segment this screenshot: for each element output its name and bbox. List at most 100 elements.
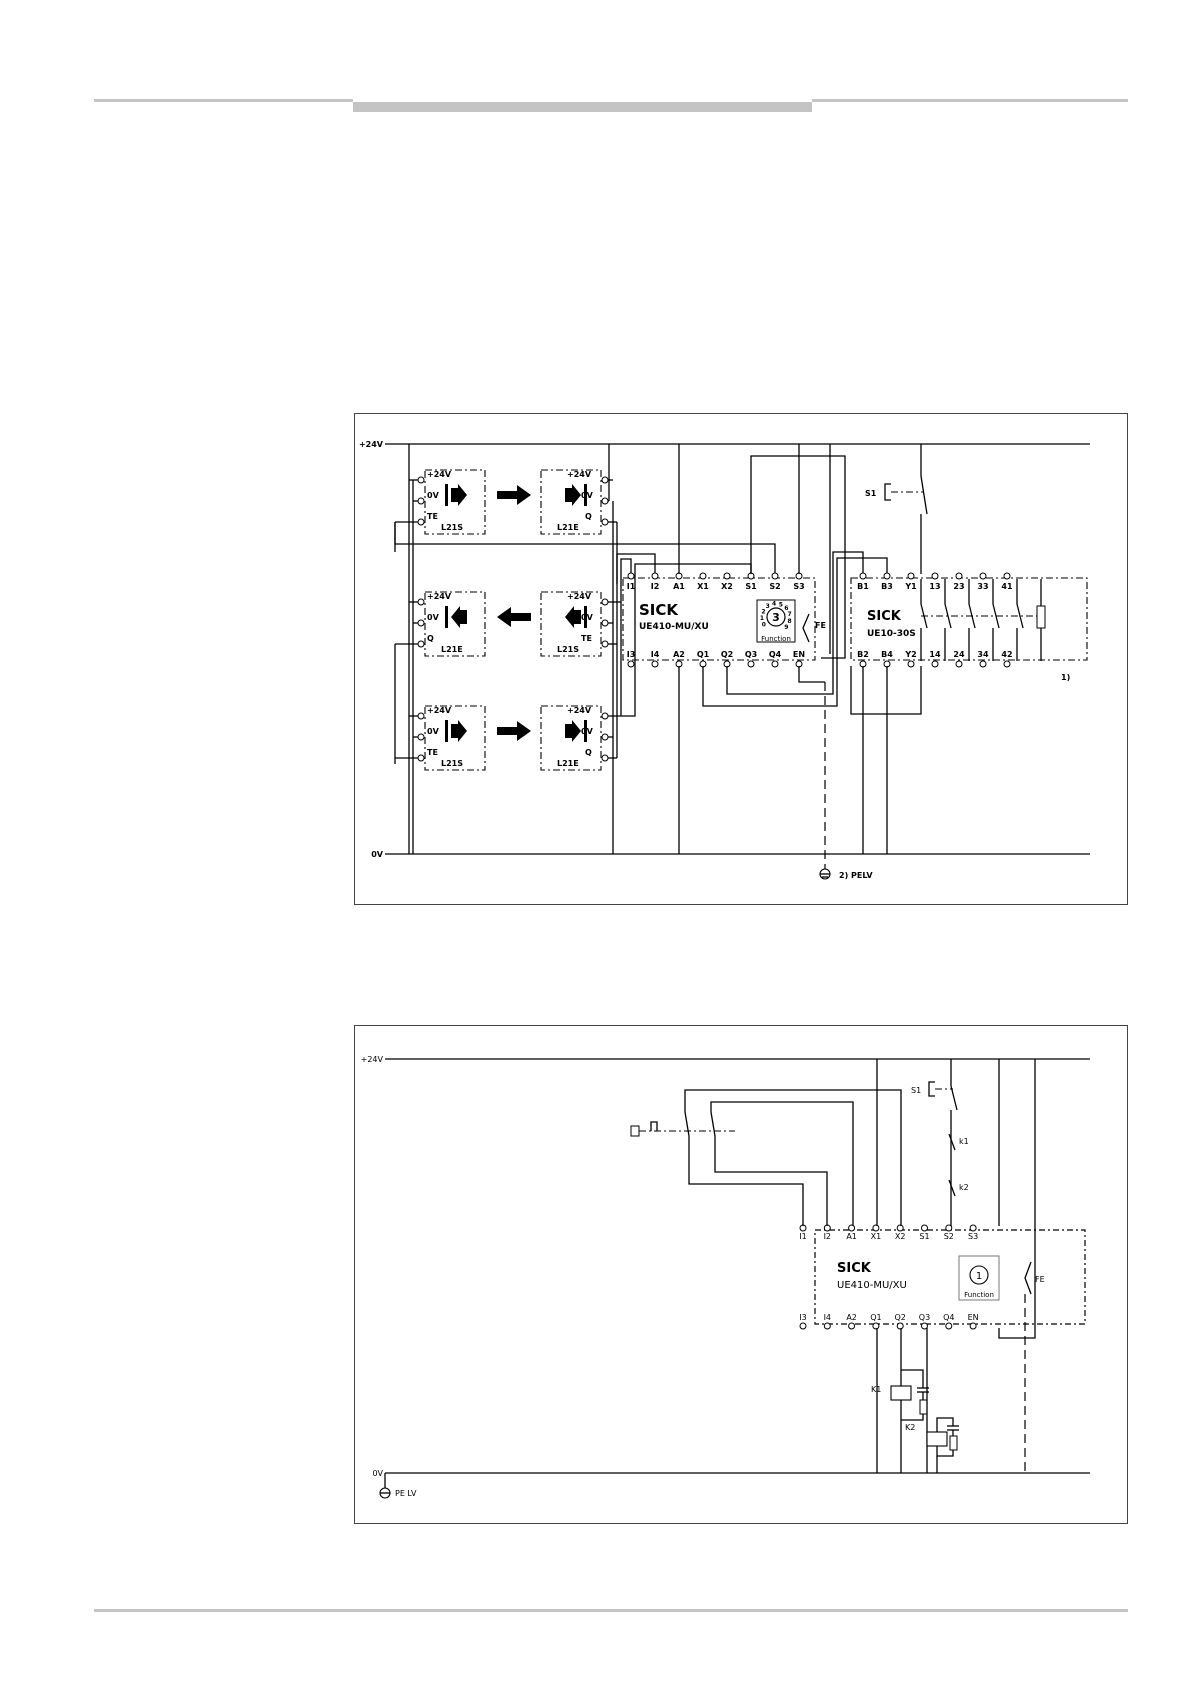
terminal-label: 24 bbox=[953, 650, 965, 659]
terminal-label: X2 bbox=[895, 1232, 906, 1241]
rail-0v-label: 0V bbox=[371, 850, 384, 859]
terminal bbox=[848, 1224, 856, 1232]
terminal bbox=[921, 1322, 928, 1330]
pin-label: +24V bbox=[427, 470, 452, 479]
terminal-label: I2 bbox=[824, 1232, 831, 1241]
k1-contact-icon bbox=[948, 1133, 956, 1151]
header-rule-center bbox=[353, 102, 812, 112]
terminal bbox=[969, 1322, 977, 1330]
beam-arrow-icon bbox=[497, 485, 531, 505]
terminal bbox=[955, 572, 963, 580]
terminal bbox=[859, 572, 867, 580]
terminal-label: B3 bbox=[881, 582, 893, 591]
dial-digit: 4 bbox=[772, 601, 776, 608]
dial-digit: 8 bbox=[787, 618, 791, 625]
terminal-label: S1 bbox=[745, 582, 757, 591]
terminal-label: Q1 bbox=[870, 1313, 881, 1322]
function-dial-icon bbox=[969, 1265, 989, 1285]
wiring-diagram-1: +24V 0V +24V 0V TE L21S +24V 0V Q L21E bbox=[354, 413, 1128, 905]
terminal-label: S2 bbox=[944, 1232, 954, 1241]
fe-label: FE bbox=[1035, 1275, 1045, 1284]
fe-contact-icon bbox=[802, 613, 810, 643]
terminal-label: S1 bbox=[919, 1232, 929, 1241]
wire-x1 bbox=[710, 1101, 854, 1226]
terminal bbox=[601, 712, 609, 720]
dial-digit: 0 bbox=[762, 622, 766, 629]
terminal bbox=[417, 497, 425, 505]
wire-q1-b3 bbox=[702, 557, 888, 707]
terminal bbox=[417, 712, 425, 720]
receiver-arrow-icon bbox=[565, 484, 581, 506]
terminal-label: I3 bbox=[799, 1313, 806, 1322]
terminal-label: Q4 bbox=[943, 1313, 954, 1322]
sensor-box-l21s bbox=[424, 469, 486, 535]
emitter-arrow-icon bbox=[565, 606, 581, 628]
terminal bbox=[417, 619, 425, 627]
terminal bbox=[651, 660, 659, 668]
dial-digit: 9 bbox=[784, 624, 788, 631]
terminal bbox=[979, 660, 987, 668]
sensor-name: L21S bbox=[441, 523, 463, 532]
terminal bbox=[921, 1224, 928, 1232]
terminal-label: A1 bbox=[846, 1232, 857, 1241]
terminal-label: Q2 bbox=[721, 650, 733, 659]
terminal-label: I3 bbox=[627, 650, 636, 659]
terminal bbox=[872, 1224, 880, 1232]
controller-model: UE410-MU/XU bbox=[639, 622, 709, 632]
header-rule-left bbox=[94, 99, 353, 102]
terminal bbox=[417, 733, 425, 741]
terminal-label: 13 bbox=[929, 582, 940, 591]
sensor-name: L21S bbox=[441, 759, 463, 768]
dial-digit: 5 bbox=[779, 601, 783, 608]
terminal bbox=[699, 572, 707, 580]
terminal bbox=[907, 572, 915, 580]
emitter-arrow-icon bbox=[451, 720, 467, 742]
terminal bbox=[1003, 572, 1011, 580]
dial-digit: 2 bbox=[761, 608, 765, 615]
wire-i1 bbox=[688, 1136, 804, 1226]
s1-contact-icon bbox=[920, 475, 928, 515]
s1-label: S1 bbox=[911, 1086, 921, 1095]
pin-label: Q bbox=[427, 634, 434, 643]
terminal-label: 42 bbox=[1001, 650, 1012, 659]
relay-k2: K2 bbox=[905, 1417, 959, 1473]
sensor-box-l21e bbox=[424, 591, 486, 657]
pelv-label: 2) PELV bbox=[839, 871, 873, 880]
terminal-label: I2 bbox=[651, 582, 660, 591]
pin-label: +24V bbox=[567, 706, 592, 715]
terminal-label: A1 bbox=[673, 582, 685, 591]
terminal-label: 23 bbox=[953, 582, 964, 591]
terminal-label: Q2 bbox=[895, 1313, 906, 1322]
terminal-label: Q1 bbox=[697, 650, 710, 659]
emitter-lens-icon bbox=[584, 606, 587, 628]
terminal-label: EN bbox=[968, 1313, 979, 1322]
rail-24v-label: +24V bbox=[361, 1055, 384, 1064]
wiring-diagram-2-svg: +24V 0V PE LV SICK UE410-MU/XU 1 Functio… bbox=[361, 1055, 1090, 1499]
terminal-label: I1 bbox=[799, 1232, 806, 1241]
terminal-label: X1 bbox=[697, 582, 709, 591]
terminal bbox=[771, 660, 779, 668]
pin-label: TE bbox=[581, 634, 592, 643]
terminal bbox=[601, 476, 609, 484]
sensor-name: L21E bbox=[557, 759, 579, 768]
controller-model: UE410-MU/XU bbox=[837, 1280, 907, 1291]
terminal bbox=[872, 1322, 880, 1330]
function-value: 1 bbox=[976, 1271, 982, 1282]
K1-label: K1 bbox=[871, 1385, 881, 1394]
pin-label: 0V bbox=[581, 727, 594, 736]
relay-contact-icon bbox=[920, 603, 928, 629]
terminal bbox=[627, 572, 635, 580]
s1-label: S1 bbox=[865, 489, 877, 498]
pin-label: 0V bbox=[427, 727, 440, 736]
wire-te-i1 bbox=[620, 558, 632, 602]
terminal-label: 33 bbox=[977, 582, 988, 591]
note-label: 1) bbox=[1061, 673, 1070, 682]
K2-label: K2 bbox=[905, 1423, 915, 1432]
terminal-label: EN bbox=[793, 650, 805, 659]
